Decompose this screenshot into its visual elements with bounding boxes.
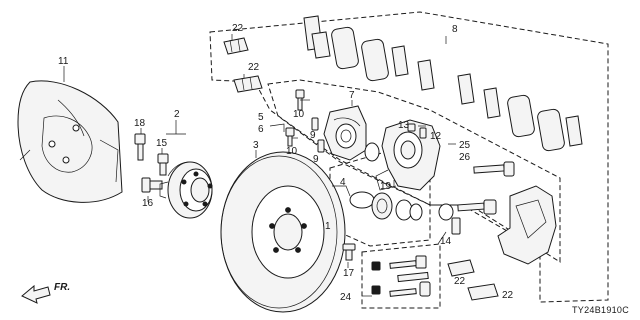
callout-10b: 10: [286, 146, 298, 157]
brake-disc[interactable]: [220, 151, 346, 313]
bolt-kit[interactable]: [371, 255, 431, 297]
bolt-kit-frame: [361, 243, 441, 309]
pad-clip-middle[interactable]: [233, 75, 263, 93]
leader-lines: [63, 34, 456, 297]
callout-15: 15: [156, 138, 168, 149]
callout-22c: 22: [454, 276, 466, 287]
pad-clip-lower-b[interactable]: [467, 283, 499, 301]
bleeder-screw-9b[interactable]: [317, 139, 325, 153]
caliper-bolt-10a[interactable]: [295, 89, 305, 111]
bolt-16[interactable]: [141, 177, 163, 193]
guide-pin-lower[interactable]: [457, 199, 497, 215]
callout-4: 4: [340, 177, 346, 188]
callout-8: 8: [452, 24, 458, 35]
bleeder-screw-9a[interactable]: [311, 117, 319, 131]
caliper-bolt-13[interactable]: [407, 123, 416, 132]
callout-24: 24: [340, 292, 352, 303]
callout-22d: 22: [502, 290, 514, 301]
callout-25: 25: [459, 140, 471, 151]
callout-17: 17: [343, 268, 355, 279]
callout-labels: 1 2 3 4 5 6 7 8 9 9 10 10 11 12 13 14 15…: [58, 23, 514, 303]
diagram-code: TY24B1910C: [572, 305, 629, 315]
callout-12: 12: [430, 131, 442, 142]
guide-pin-upper[interactable]: [473, 161, 515, 177]
callout-2: 2: [174, 109, 180, 120]
callout-9b: 9: [313, 154, 319, 165]
callout-10a: 10: [293, 109, 305, 120]
hub-bearing[interactable]: [159, 161, 213, 219]
callout-18: 18: [134, 118, 146, 129]
callout-6: 6: [258, 124, 264, 135]
callout-7: 7: [349, 90, 355, 101]
caliper-seal[interactable]: [364, 142, 380, 162]
bracket-bolt-14[interactable]: [438, 203, 461, 235]
bolt-15[interactable]: [157, 153, 169, 176]
callout-26: 26: [459, 152, 471, 163]
callout-1: 1: [325, 221, 331, 232]
caliper-body[interactable]: [323, 105, 367, 161]
callout-22a: 22: [232, 23, 244, 34]
pad-clip-lower-a[interactable]: [447, 259, 475, 277]
callout-22b: 22: [248, 62, 260, 73]
piston-kit[interactable]: [349, 191, 423, 221]
pad-clip-upper[interactable]: [223, 37, 249, 55]
direction-label: FR.: [54, 282, 70, 293]
splash-shield[interactable]: [17, 80, 123, 203]
callout-16: 16: [142, 198, 154, 209]
callout-13: 13: [398, 120, 410, 131]
bolt-18[interactable]: [134, 133, 146, 161]
callout-11: 11: [58, 56, 69, 67]
callout-5: 5: [258, 112, 264, 123]
callout-14: 14: [440, 236, 452, 247]
callout-3: 3: [253, 140, 259, 151]
caliper-bolt-10b[interactable]: [285, 127, 295, 147]
disc-screw-17[interactable]: [342, 243, 356, 261]
front-direction-arrow: [21, 284, 51, 304]
callout-19: 19: [380, 181, 392, 192]
caliper-bracket[interactable]: [497, 185, 557, 265]
bleeder-12[interactable]: [419, 127, 427, 139]
callout-9a: 9: [310, 130, 316, 141]
brake-pads[interactable]: [303, 15, 583, 152]
